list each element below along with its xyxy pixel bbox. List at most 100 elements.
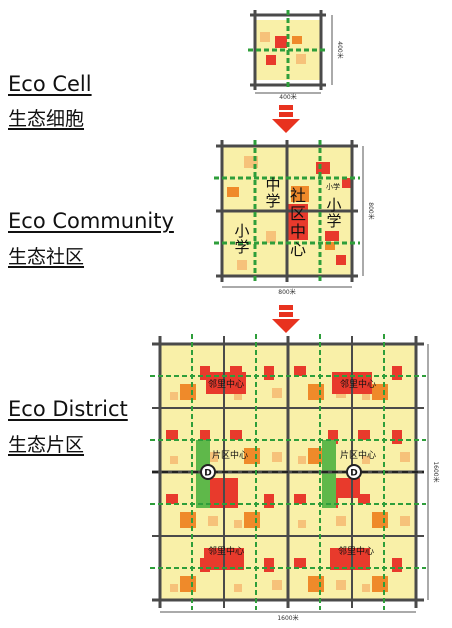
district-plot — [180, 384, 196, 400]
district-plot — [372, 512, 388, 528]
label-community-center: 心 — [290, 240, 306, 259]
district-plot — [234, 520, 242, 528]
eco-district-width-label: 1600米 — [277, 614, 298, 622]
district-plot — [264, 494, 274, 508]
label-community-center: 区 — [290, 204, 306, 223]
community-plot — [342, 178, 352, 188]
label-middle-school: 中 — [265, 176, 280, 194]
district-plot — [298, 456, 306, 464]
cell-core — [275, 36, 287, 48]
cell-plot — [296, 54, 306, 64]
eco-district-title-en: Eco District — [8, 397, 128, 421]
eco-cell-title-zh: 生态细胞 — [8, 108, 85, 130]
label-primary-school: 小学 — [326, 182, 340, 191]
eco-community-title-zh: 生态社区 — [8, 246, 85, 268]
district-center-label: 片区中心 — [340, 449, 376, 461]
neighborhood-center-block — [330, 548, 370, 570]
eco-cell-title-en: Eco Cell — [8, 72, 92, 96]
district-node-label: D — [204, 469, 211, 479]
district-center-label: 片区中心 — [212, 449, 248, 461]
district-node-label: D — [350, 469, 357, 479]
district-plot — [244, 448, 260, 464]
neighborhood-center-label: 邻里中心 — [338, 545, 374, 557]
neighborhood-center-label: 邻里中心 — [208, 545, 244, 557]
neighborhood-center-block — [206, 372, 246, 394]
district-plot — [180, 512, 196, 528]
district-green-band — [322, 440, 336, 508]
cell-plot — [266, 55, 276, 65]
community-plot — [336, 255, 346, 265]
district-plot — [230, 430, 242, 440]
district-plot — [234, 584, 242, 592]
eco-community-title-en: Eco Community — [8, 209, 174, 233]
district-plot — [264, 558, 274, 572]
district-plot — [308, 576, 324, 592]
district-plot — [308, 448, 324, 464]
eco-district-title-zh: 生态片区 — [8, 434, 85, 456]
cell-plot — [260, 32, 270, 42]
district-plot — [272, 452, 282, 462]
label-primary-school: 小 — [326, 196, 341, 214]
district-plot — [372, 384, 388, 400]
label-community-center: 社 — [290, 186, 306, 205]
cell-plot — [292, 36, 302, 44]
district-plot — [170, 392, 178, 400]
district-plot — [264, 366, 274, 380]
district-plot — [328, 430, 338, 444]
district-plot — [358, 494, 370, 504]
community-center — [288, 204, 308, 240]
district-plot — [208, 452, 218, 462]
district-plot — [170, 456, 178, 464]
community-plot — [237, 260, 247, 270]
label-primary-school: 小 — [234, 222, 249, 240]
district-plot — [362, 584, 370, 592]
community-plot — [266, 231, 276, 243]
community-plot — [316, 162, 330, 174]
eco-cell-width-label: 400米 — [279, 93, 296, 101]
district-plot — [308, 384, 324, 400]
district-plot — [392, 558, 402, 572]
community-plot — [325, 242, 335, 250]
district-plot — [400, 452, 410, 462]
district-node-marker — [200, 464, 216, 480]
label-primary-school: 学 — [234, 238, 249, 256]
neighborhood-center-label: 邻里中心 — [208, 378, 244, 390]
district-plot — [170, 584, 178, 592]
eco-community-diagram: 中 学 社 区 中 心 小学 小 学 小 学 800米 800米 — [214, 140, 375, 296]
label-primary-school: 学 — [326, 212, 341, 230]
district-plot — [180, 576, 196, 592]
district-plot — [362, 392, 370, 400]
community-plot — [291, 186, 309, 202]
district-plot — [392, 430, 402, 444]
neighborhood-center-label: 邻里中心 — [340, 378, 376, 390]
district-plot — [358, 430, 370, 440]
district-plot — [392, 366, 402, 380]
district-center-block — [336, 478, 360, 498]
down-arrow-icon — [272, 105, 300, 133]
down-arrow-icon — [272, 305, 300, 333]
community-plot — [227, 187, 239, 197]
district-plot — [200, 430, 210, 444]
district-plot — [400, 516, 410, 526]
eco-community-height-label: 800米 — [367, 202, 375, 219]
district-green-corridors — [150, 334, 426, 610]
district-plot — [336, 516, 346, 526]
community-plot — [325, 231, 339, 241]
district-plot — [294, 494, 306, 504]
label-community-center: 中 — [290, 222, 306, 241]
district-node-marker — [346, 464, 362, 480]
district-plot — [272, 388, 282, 398]
label-middle-school: 学 — [265, 192, 280, 210]
district-plot — [208, 516, 218, 526]
district-plot — [336, 580, 346, 590]
district-plot — [166, 430, 178, 440]
district-plot — [230, 366, 242, 376]
eco-cell-height-label: 400米 — [336, 41, 344, 58]
district-plot — [244, 512, 260, 528]
eco-district-height-label: 1600米 — [432, 461, 440, 482]
district-plot — [294, 558, 306, 568]
